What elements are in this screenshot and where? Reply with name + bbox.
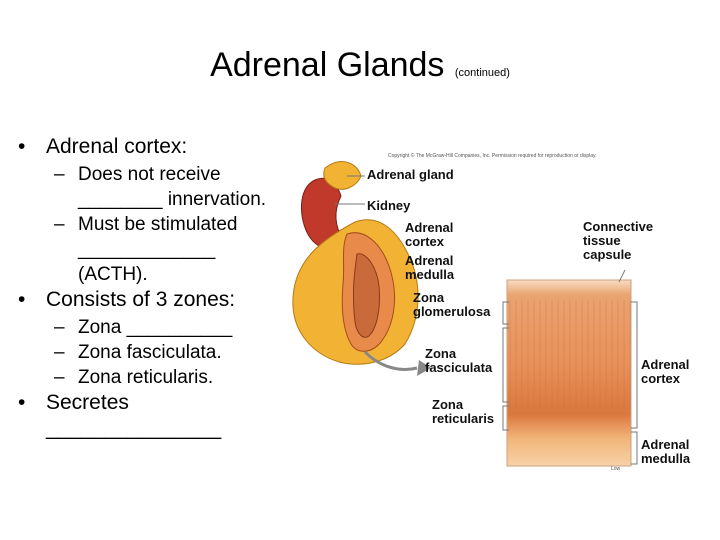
sub-bullet-text: Zona __________: [78, 317, 233, 338]
title-text: Adrenal Glands: [210, 46, 445, 84]
label-adrenal-cortex-right: Adrenal cortex: [641, 357, 690, 386]
bracket-reticularis: [502, 405, 509, 431]
sub-bullet-zona-reticularis: –Zona reticularis.: [54, 367, 214, 388]
label-adrenal-cortex: Adrenal cortex: [405, 220, 454, 249]
label-adrenal-gland: Adrenal gland: [367, 167, 454, 182]
sub-bullet-text: Zona fasciculata.: [78, 342, 222, 363]
bullet-secretes: Secretes _______________: [18, 390, 288, 442]
sub-bullet-text: Zona reticularis.: [78, 367, 214, 388]
bracket-medulla-right: [631, 431, 638, 465]
bracket-cortex-right: [631, 301, 638, 429]
leader-capsule: [618, 269, 626, 283]
label-connective-tissue-capsule: Connective tissue capsule: [583, 219, 654, 262]
sub-bullet-stimulated: –Must be stimulated _____________ (ACTH)…: [54, 214, 238, 285]
pointer-arrow: [363, 350, 418, 371]
bullet-list: Adrenal cortex: –Does not receive ______…: [18, 134, 288, 444]
bullet-adrenal-cortex: Adrenal cortex:: [18, 134, 288, 160]
label-adrenal-medulla: Adrenal medulla: [405, 253, 455, 282]
copyright-notice: Copyright © The McGraw-Hill Companies, I…: [388, 153, 597, 159]
medulla-layer-shape: [353, 253, 380, 338]
label-zona-reticularis: Zona reticularis: [432, 397, 495, 426]
micrograph-tag: Low: [611, 466, 621, 472]
adrenal-gland-figure: Copyright © The McGraw-Hill Companies, I…: [285, 148, 710, 478]
label-zona-fasciculata: Zona fasciculata: [425, 346, 493, 375]
title-note: (continued): [454, 67, 510, 79]
bracket-fasciculata: [502, 327, 509, 403]
sub-bullet-zona-blank: –Zona __________: [54, 317, 233, 338]
bracket-glomerulosa: [502, 301, 509, 325]
label-kidney: Kidney: [367, 198, 411, 213]
sub-bullet-text: Must be stimulated _____________ (ACTH).: [78, 214, 238, 285]
adrenal-cap-shape: [323, 161, 362, 190]
slide-title: Adrenal Glands (continued): [0, 46, 720, 85]
sub-bullet-zona-fasciculata: –Zona fasciculata.: [54, 342, 222, 363]
label-zona-glomerulosa: Zona glomerulosa: [413, 290, 491, 319]
sub-bullet-innervation: –Does not receive ________ innervation.: [54, 164, 267, 210]
label-adrenal-medulla-right: Adrenal medulla: [641, 437, 691, 466]
adrenal-illustration: [292, 161, 638, 467]
micrograph-texture: [507, 300, 631, 410]
pointer-arrow-head: [417, 360, 431, 376]
bullet-zones: Consists of 3 zones:: [18, 287, 288, 313]
sub-bullet-text: Does not receive ________ innervation.: [78, 164, 267, 210]
